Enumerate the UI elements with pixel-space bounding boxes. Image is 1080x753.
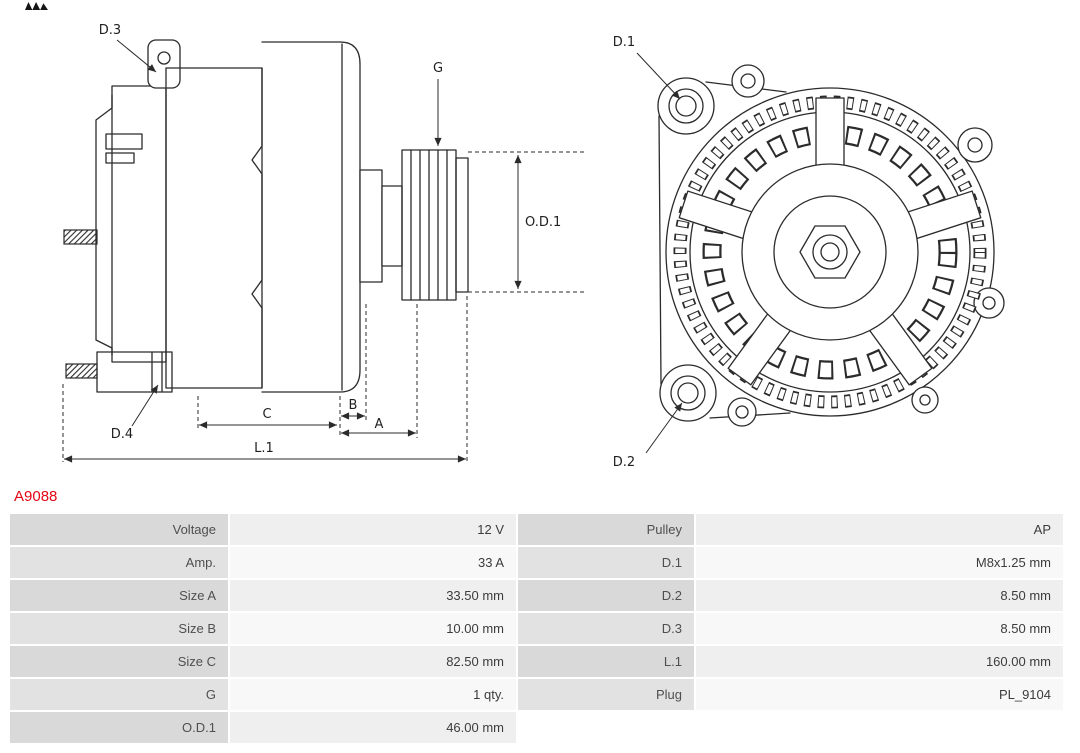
leader-d4: D.4 — [111, 384, 159, 442]
spec-pulley-label: Pulley — [518, 514, 694, 545]
spec-d2-label: D.2 — [518, 580, 694, 611]
label-l1: L.1 — [254, 441, 274, 456]
terminal-stud — [63, 229, 98, 245]
front-housing — [261, 41, 361, 393]
label-c: C — [262, 407, 271, 422]
spec-amp-value: 33 A — [230, 547, 516, 578]
spec-table: Voltage 12 V Pulley AP Amp. 33 A D.1 M8x… — [10, 514, 1063, 743]
mounting-holes — [668, 73, 996, 419]
mounting-ear-top — [147, 39, 181, 89]
spec-empty-value — [696, 712, 1063, 743]
label-b: B — [349, 398, 358, 413]
label-d1: D.1 — [613, 35, 635, 50]
spec-d1-value: M8x1.25 mm — [696, 547, 1063, 578]
label-a: A — [375, 417, 384, 432]
terminal-stud-lower — [65, 363, 98, 379]
spec-d2-value: 8.50 mm — [696, 580, 1063, 611]
label-d3: D.3 — [99, 23, 121, 38]
spec-d1-label: D.1 — [518, 547, 694, 578]
label-g: G — [433, 61, 443, 76]
spec-l1-value: 160.00 mm — [696, 646, 1063, 677]
spec-plug-label: Plug — [518, 679, 694, 710]
spec-size-b-label: Size B — [10, 613, 228, 644]
part-number: A9088 — [14, 488, 58, 505]
spec-size-c-value: 82.50 mm — [230, 646, 516, 677]
label-d2: D.2 — [613, 455, 635, 470]
shaft — [359, 169, 403, 283]
mounting-bosses — [657, 64, 1005, 427]
spec-voltage-value: 12 V — [230, 514, 516, 545]
spec-size-a-label: Size A — [10, 580, 228, 611]
spec-d3-label: D.3 — [518, 613, 694, 644]
dimension-od1: O.D.1 — [468, 151, 584, 293]
spec-od1-value: 46.00 mm — [230, 712, 516, 743]
dimension-extension-lines — [62, 296, 468, 462]
alternator-side-view: D.3 G D.4 O.D.1 — [62, 23, 584, 463]
label-od1: O.D.1 — [525, 215, 561, 230]
spec-g-value: 1 qty. — [230, 679, 516, 710]
leader-d3: D.3 — [99, 23, 157, 73]
pulley-face — [741, 163, 919, 341]
spec-od1-label: O.D.1 — [10, 712, 228, 743]
leader-d1: D.1 — [613, 35, 681, 100]
spec-size-c-label: Size C — [10, 646, 228, 677]
label-d4: D.4 — [111, 427, 133, 442]
spec-empty-label — [518, 712, 694, 743]
spec-amp-label: Amp. — [10, 547, 228, 578]
leader-d2: D.2 — [613, 402, 683, 470]
mounting-foot-bottom — [96, 351, 173, 393]
dimension-c: C — [199, 407, 337, 429]
spec-g-label: G — [10, 679, 228, 710]
spec-voltage-label: Voltage — [10, 514, 228, 545]
spec-pulley-value: AP — [696, 514, 1063, 545]
technical-diagram: D.3 G D.4 O.D.1 — [62, 23, 1005, 470]
spec-d3-value: 8.50 mm — [696, 613, 1063, 644]
dimension-a: A — [341, 417, 416, 437]
stator-body — [165, 67, 263, 389]
rear-bracket — [95, 85, 167, 363]
spec-plug-value: PL_9104 — [696, 679, 1063, 710]
logo-fragment — [25, 2, 48, 10]
alternator-front-view: D.1 D.2 — [613, 35, 1005, 470]
spec-l1-label: L.1 — [518, 646, 694, 677]
dimension-l1: L.1 — [64, 441, 466, 463]
dimension-b: B — [341, 398, 365, 420]
spec-size-a-value: 33.50 mm — [230, 580, 516, 611]
pulley — [401, 149, 469, 301]
leader-g: G — [433, 61, 443, 146]
spec-size-b-value: 10.00 mm — [230, 613, 516, 644]
